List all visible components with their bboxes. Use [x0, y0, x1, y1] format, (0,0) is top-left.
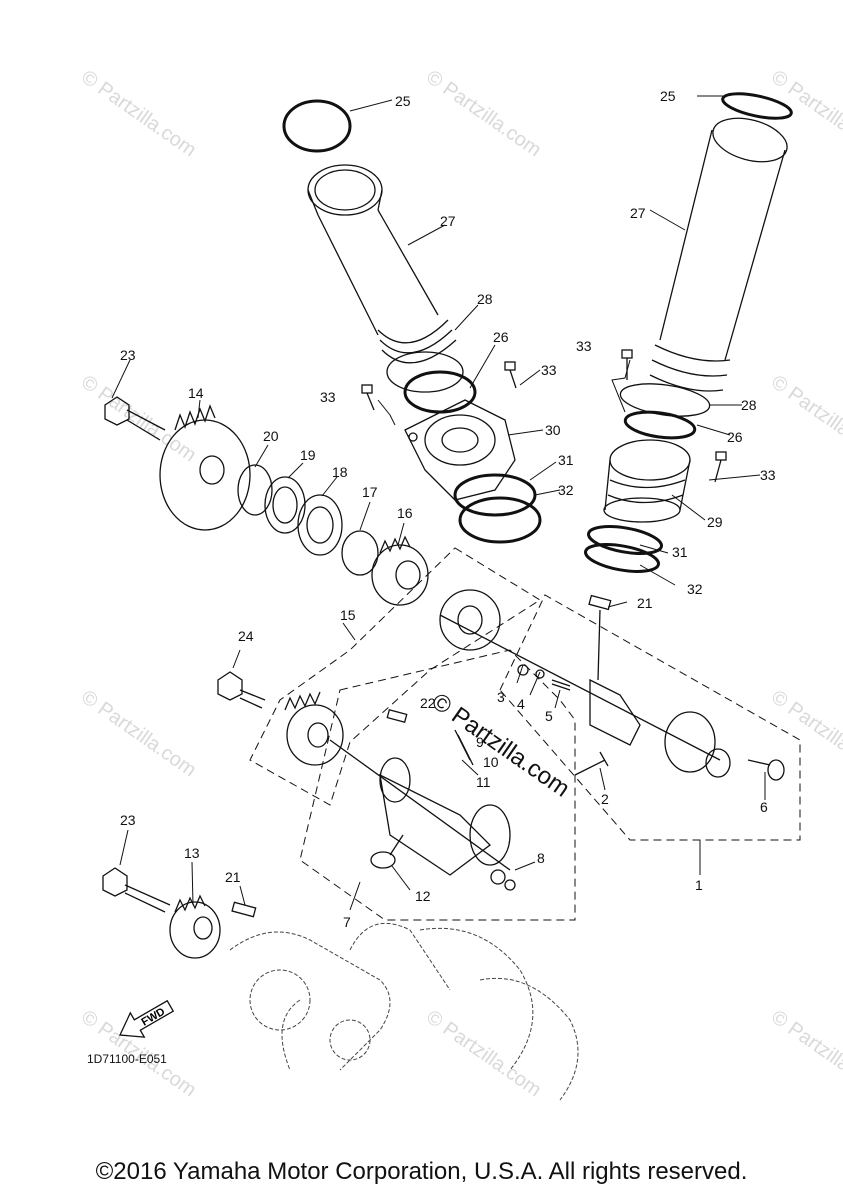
callout-6: 6 [760, 799, 768, 815]
shaft-7 [329, 709, 511, 876]
callout-20: 20 [263, 428, 279, 444]
washer-17 [341, 530, 379, 576]
watermark: © Partzilla.com [422, 1006, 545, 1101]
assembly-boundaries [249, 547, 801, 921]
callout-18: 18 [332, 464, 348, 480]
shaft-1 [439, 594, 731, 778]
callout-15: 15 [340, 607, 356, 623]
callout-28: 28 [477, 291, 493, 307]
clip-20 [237, 464, 273, 516]
callout-30: 30 [545, 422, 561, 438]
callout-8: 8 [537, 850, 545, 866]
leader-lines [111, 95, 766, 911]
watermark: © Partzilla.com [767, 371, 843, 466]
tube-27-left [307, 164, 457, 364]
callout-31: 31 [672, 544, 688, 560]
callout-26: 26 [727, 429, 743, 445]
callout-28: 28 [741, 397, 757, 413]
callout-21: 21 [225, 869, 241, 885]
gear-15-b [284, 691, 344, 766]
callout-33: 33 [576, 338, 592, 354]
callout-13: 13 [184, 845, 200, 861]
o-ring-31-right [587, 525, 663, 555]
callout-10: 10 [483, 754, 499, 770]
o-ring-25-left [282, 99, 352, 153]
callout-7: 7 [343, 914, 351, 930]
callout-31: 31 [558, 452, 574, 468]
callout-32: 32 [687, 581, 703, 597]
watermarks: © Partzilla.com © Partzilla.com © Partzi… [77, 66, 843, 1101]
watermark: © Partzilla.com [77, 66, 200, 161]
callout-29: 29 [707, 514, 723, 530]
watermark: © Partzilla.com [77, 686, 200, 781]
callout-27: 27 [440, 213, 456, 229]
washer-18 [297, 494, 343, 556]
callout-19: 19 [300, 447, 316, 463]
callout-27: 27 [630, 205, 646, 221]
bolt-33-a [361, 384, 375, 411]
fwd-label: FWD [140, 1006, 168, 1029]
o-ring-32-right [584, 543, 660, 573]
callout-22: 22 [420, 695, 436, 711]
callout-16: 16 [397, 505, 413, 521]
key-21-lower [231, 901, 257, 918]
watermark: © Partzilla.com [422, 66, 545, 161]
pin-2 [574, 751, 609, 776]
center-watermark: © Partzilla.com [427, 688, 575, 803]
gear-13 [169, 894, 221, 959]
fwd-arrow-icon [119, 999, 175, 1038]
callout-25: 25 [660, 88, 676, 104]
callout-33: 33 [541, 362, 557, 378]
callout-12: 12 [415, 888, 431, 904]
gear-14 [159, 404, 251, 531]
callout-17: 17 [362, 484, 378, 500]
diagram-code: 1D71100-E051 [87, 1052, 167, 1066]
crankcase-outline [229, 922, 579, 1101]
callout-33: 33 [760, 467, 776, 483]
callout-4: 4 [517, 696, 525, 712]
screw-12 [370, 834, 404, 869]
plug-6 [747, 759, 785, 781]
callout-23: 23 [120, 812, 136, 828]
callout-9: 9 [476, 734, 484, 750]
o-ring-32-left [458, 496, 542, 544]
gear-16 [371, 535, 429, 606]
callout-26: 26 [493, 329, 509, 345]
seal-28-right [619, 383, 711, 417]
bolt-33-c [621, 349, 633, 380]
nut-29 [603, 439, 691, 523]
callout-25: 25 [395, 93, 411, 109]
callout-33: 33 [320, 389, 336, 405]
watermark: © Partzilla.com [767, 1006, 843, 1101]
callout-11: 11 [476, 774, 491, 790]
ball-8 [490, 869, 516, 891]
callout-14: 14 [188, 385, 204, 401]
callout-5: 5 [545, 708, 553, 724]
bolt-33-b [504, 361, 517, 389]
seal-28-left [386, 351, 464, 393]
callout-3: 3 [497, 689, 505, 705]
callout-24: 24 [238, 628, 254, 644]
watermark: © Partzilla.com [767, 66, 843, 161]
bolt-24 [217, 671, 266, 709]
bolt-23-upper [104, 396, 166, 441]
o-ring-26-right [623, 410, 697, 440]
copyright-notice: ©2016 Yamaha Motor Corporation, U.S.A. A… [95, 1158, 748, 1185]
bolt-33-d [714, 451, 727, 483]
callout-2: 2 [601, 791, 609, 807]
tube-27-right [649, 117, 788, 392]
callout-21: 21 [637, 595, 653, 611]
watermark: © Partzilla.com [767, 686, 843, 781]
callout-32: 32 [558, 482, 574, 498]
gear-15-a [439, 589, 501, 651]
o-ring-25-right [721, 92, 793, 120]
bolt-23-lower [102, 867, 171, 913]
callout-23: 23 [120, 347, 136, 363]
callout-1: 1 [695, 877, 703, 893]
washer-19 [264, 476, 306, 534]
